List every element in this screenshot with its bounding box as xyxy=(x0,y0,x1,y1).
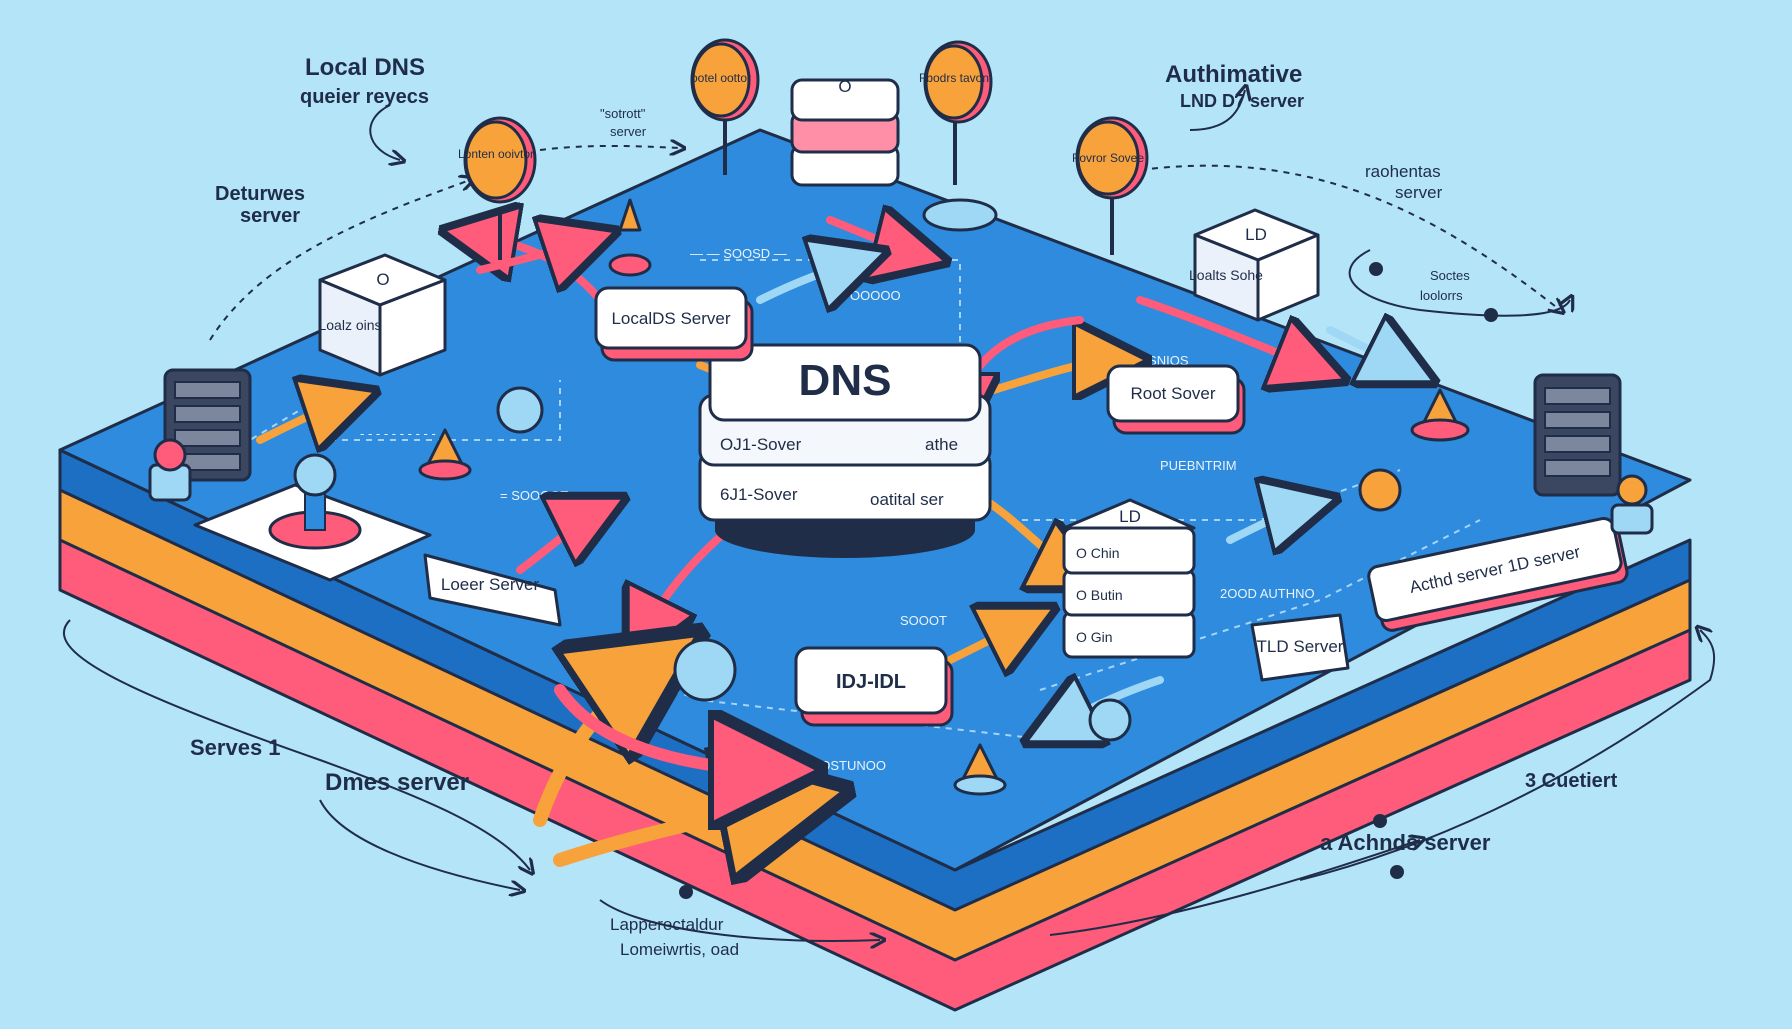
center-side-bottom: oatital ser xyxy=(870,490,944,509)
label-dashed-1: "sotrott" xyxy=(600,106,646,121)
dns-center-stack: DNS OJ1-Sover 6J1-Sover athe oatital ser xyxy=(698,343,992,558)
outer-labels: Local DNS queier reyecs "sotrott" server… xyxy=(190,54,1618,959)
lower-server-box: Loeer Server xyxy=(423,553,562,627)
flow-arrows xyxy=(256,220,1410,860)
label-raohentas-1: raohentas xyxy=(1365,162,1441,181)
pin-right: Fovror Sovee xyxy=(1072,116,1149,255)
label-raohentas-2: server xyxy=(1395,183,1443,202)
arrow-tld-left xyxy=(1050,680,1164,730)
label-local-dns-1: Local DNS xyxy=(305,54,425,81)
svg-text:O: O xyxy=(838,77,851,96)
svg-text:IDJ-IDL: IDJ-IDL xyxy=(836,671,906,693)
svg-text:LD: LD xyxy=(1245,225,1267,244)
center-tag-bottom: 6J1-Sover xyxy=(720,485,798,504)
svg-text:Fbodrs tavon: Fbodrs tavon xyxy=(919,71,989,85)
dns-center-title: DNS xyxy=(799,356,892,405)
loop-left-bottom xyxy=(63,619,530,870)
svg-text:Root Sover: Root Sover xyxy=(1130,384,1215,403)
label-dashed-2: server xyxy=(610,124,647,139)
label-dmes: Dmes server xyxy=(325,769,469,796)
label-bottom-note-1: Lapperectaldur xyxy=(610,915,724,934)
center-side-top: athe xyxy=(925,435,958,454)
outer-connectors xyxy=(63,90,1716,941)
svg-text:— — SOOSD —: — — SOOSD — xyxy=(690,246,787,261)
bottom-arc xyxy=(599,899,880,941)
label-cuetiert: 3 Cuetiert xyxy=(1525,770,1618,792)
svg-text:O: O xyxy=(376,270,389,289)
svg-text:2OOD AUTHNO: 2OOD AUTHNO xyxy=(1220,586,1315,601)
idl-box: IDJ-IDL xyxy=(794,646,954,727)
db-stack-right: LD O Chin O Butin O Gin xyxy=(1062,498,1196,659)
svg-text:Lonten ooivtor: Lonten ooivtor xyxy=(458,147,534,161)
label-soctes-1: Soctes xyxy=(1430,268,1470,283)
label-local-dns-2: queier reyecs xyxy=(300,86,429,108)
arrow-idl-to-tld xyxy=(946,620,1030,660)
arrow-to-lower-server xyxy=(516,510,600,574)
pin-left: Lonten ooivtor xyxy=(458,116,537,260)
local-dns-server-box: LocalDS Server xyxy=(594,286,754,362)
pin-top-right: Fbodrs tavon xyxy=(919,40,998,232)
client-pad xyxy=(193,453,432,582)
right-bottom-arc xyxy=(1049,840,1420,936)
svg-text:Fovror Sovee: Fovror Sovee xyxy=(1072,151,1144,165)
arrow-right-center xyxy=(1136,296,1320,370)
dashed-connector-left xyxy=(209,180,470,341)
arrow-front-curve xyxy=(554,684,780,770)
server-rack-right xyxy=(1533,373,1654,535)
pin-top-left: ootel oottor xyxy=(690,38,760,175)
svg-text:O Chin: O Chin xyxy=(1076,545,1120,561)
svg-text:PUEBNTRIM: PUEBNTRIM xyxy=(1160,458,1237,473)
arrow-right-blue xyxy=(1326,330,1410,370)
cube-left: O Loalz oins xyxy=(318,253,447,377)
decor-cones xyxy=(418,198,1470,796)
dashed-connector-top xyxy=(539,146,680,150)
svg-text:OOOSTUNOO: OOOSTUNOO xyxy=(800,758,886,773)
svg-text:= SOOOOT: = SOOOOT xyxy=(500,488,568,503)
svg-text:LocalDS Server: LocalDS Server xyxy=(611,309,730,328)
label-authoritative-2: LND D7 server xyxy=(1180,91,1304,111)
cube-right: LD Loalts Sohe xyxy=(1189,208,1320,322)
dmes-arc xyxy=(319,799,520,890)
arrow-left-orange xyxy=(256,400,350,440)
server-rack-left xyxy=(148,368,252,502)
svg-text:SOOOT: SOOOT xyxy=(900,613,947,628)
svg-text:Loalts Sohe: Loalts Sohe xyxy=(1189,267,1263,283)
svg-text:LD: LD xyxy=(1119,507,1141,526)
loop-right-upper xyxy=(1348,249,1570,317)
svg-text:O Gin: O Gin xyxy=(1076,629,1113,645)
arrow-upper-blue xyxy=(756,260,860,300)
db-stack-top: O xyxy=(790,77,900,187)
right-lower-arc xyxy=(1299,630,1716,881)
label-authoritative-1: Authimative xyxy=(1165,61,1302,88)
tld-server-box: TLD Server xyxy=(1250,613,1350,682)
label-achnds: a Achnds server xyxy=(1320,830,1491,855)
svg-text:AUTOO OBD: AUTOO OBD xyxy=(610,633,688,648)
arrow-left-pink xyxy=(476,240,590,270)
svg-text:TLD Server: TLD Server xyxy=(1257,637,1344,656)
label-bottom-note-2: Lomeiwrtis, oad xyxy=(620,940,739,959)
label-serves: Serves 1 xyxy=(190,735,281,760)
arrow-mid-blue xyxy=(1226,505,1310,540)
svg-text:O Butin: O Butin xyxy=(1076,587,1123,603)
svg-text:- - - - - - - - - -: - - - - - - - - - - xyxy=(360,426,436,441)
svg-text:Loeer Server: Loeer Server xyxy=(441,575,540,594)
authd-server-box: Acthd server 1D server xyxy=(1367,516,1629,632)
curve-local-dns xyxy=(369,104,400,160)
dashed-connector-right xyxy=(1139,164,1560,310)
root-server-box: Root Sover xyxy=(1106,364,1246,435)
svg-text:ootel oottor: ootel oottor xyxy=(691,71,751,85)
label-soctes-2: loolorrs xyxy=(1420,288,1463,303)
arrow-big-front xyxy=(533,660,660,827)
curve-authoritative xyxy=(1189,90,1245,131)
svg-text:OOOOO: OOOOO xyxy=(850,288,901,303)
svg-text:Loalz oins: Loalz oins xyxy=(318,317,381,333)
label-deturwes-2: server xyxy=(240,205,300,227)
label-deturwes-1: Deturwes xyxy=(215,183,305,205)
center-tag-top: OJ1-Sover xyxy=(720,435,802,454)
